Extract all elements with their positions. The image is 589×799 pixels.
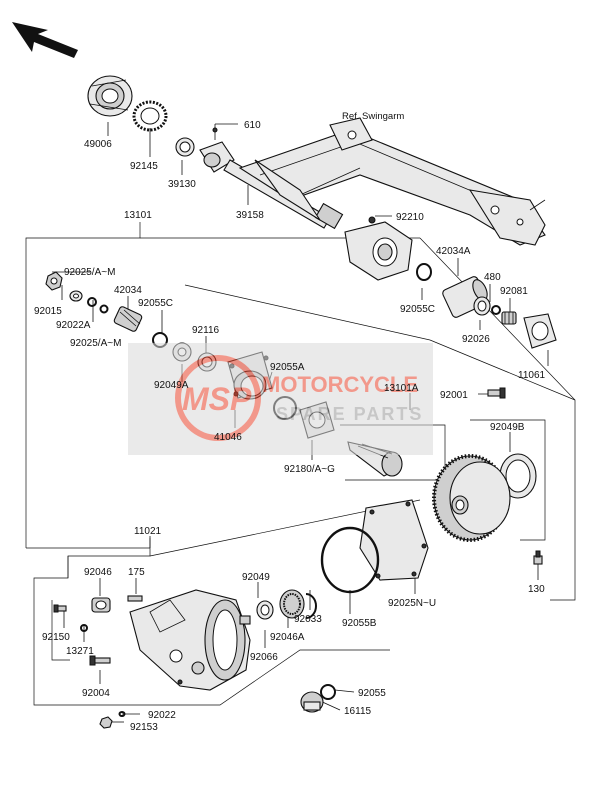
watermark-background xyxy=(128,343,433,455)
label-610: 610 xyxy=(244,120,261,131)
gear-case-11021 xyxy=(129,589,251,691)
boot-49006 xyxy=(87,75,133,117)
label-92022a: 92022A xyxy=(56,320,91,331)
label-92025-am-top: 92025/A~M xyxy=(64,267,115,278)
label-480: 480 xyxy=(484,272,501,283)
oring-92055b xyxy=(320,526,380,594)
oring-92055c-right xyxy=(416,263,432,281)
watermark: MSP MOTORCYCLE SPARE PARTS xyxy=(128,343,433,455)
swingarm-reference-label: Ref. Swingarm xyxy=(342,111,404,122)
label-92055: 92055 xyxy=(358,688,386,699)
label-92004: 92004 xyxy=(82,688,110,699)
watermark-title: MOTORCYCLE xyxy=(262,372,418,397)
label-175: 175 xyxy=(128,567,145,578)
label-92025nu: 92025N~U xyxy=(388,598,436,609)
oring-480 xyxy=(491,305,501,315)
nut-92015 xyxy=(45,271,63,291)
watermark-logo-badge xyxy=(175,355,261,441)
collar-39130 xyxy=(175,137,195,157)
label-92026: 92026 xyxy=(462,334,490,345)
washer-92022a xyxy=(69,290,83,302)
label-13101a: 13101A xyxy=(384,383,419,394)
label-11061: 11061 xyxy=(518,370,546,381)
label-92150: 92150 xyxy=(42,632,70,643)
housing-13101-top xyxy=(344,216,413,281)
bolt-92153 xyxy=(99,716,113,729)
label-92049b: 92049B xyxy=(490,422,525,433)
label-16115: 16115 xyxy=(344,706,372,717)
label-92066: 92066 xyxy=(250,652,278,663)
ring-92145 xyxy=(132,100,168,132)
seal-92026 xyxy=(473,296,491,316)
label-39158: 39158 xyxy=(236,210,264,221)
bolt-92150 xyxy=(53,604,67,613)
label-92153: 92153 xyxy=(130,722,158,733)
spring-92081 xyxy=(501,311,517,325)
label-13101: 13101 xyxy=(124,210,152,221)
label-39130: 39130 xyxy=(168,179,196,190)
label-13271: 13271 xyxy=(66,646,94,657)
label-11021: 11021 xyxy=(134,526,162,537)
ring-gear xyxy=(432,454,511,542)
label-92001: 92001 xyxy=(440,390,468,401)
bolt-130 xyxy=(533,550,543,565)
swingarm-reference xyxy=(238,117,546,246)
bearing-92046a xyxy=(279,589,305,619)
cover-11061 xyxy=(523,313,557,349)
circlip-92033 xyxy=(305,593,317,619)
label-92049: 92049 xyxy=(242,572,270,583)
label-92116: 92116 xyxy=(192,325,220,336)
label-92055a: 92055A xyxy=(270,362,305,373)
label-42034: 42034 xyxy=(114,285,142,296)
label-92046a: 92046A xyxy=(270,632,305,643)
label-130: 130 xyxy=(528,584,545,595)
bearing-92046 xyxy=(91,597,111,613)
label-92055b: 92055B xyxy=(342,618,377,629)
cap-16115 xyxy=(300,691,324,713)
gear-42034 xyxy=(113,306,143,332)
seal-92049 xyxy=(256,600,274,620)
bolt-92001 xyxy=(487,387,506,399)
pin-13271 xyxy=(80,624,88,632)
stud-92004 xyxy=(89,655,111,666)
label-49006: 49006 xyxy=(84,139,112,150)
label-92033: 92033 xyxy=(294,614,322,625)
label-92055c-right: 92055C xyxy=(400,304,435,315)
oring-92025-a xyxy=(87,297,97,307)
label-92180: 92180/A~G xyxy=(284,464,335,475)
label-92210: 92210 xyxy=(396,212,424,223)
watermark-logo-text: MSP xyxy=(182,381,252,417)
label-42034a: 42034A xyxy=(436,246,471,257)
oring-92055 xyxy=(320,684,336,700)
front-arrow-icon xyxy=(12,22,78,58)
plug-92066 xyxy=(239,615,251,625)
label-92145: 92145 xyxy=(130,161,158,172)
part-labels: Ref. Swingarm 49006 92145 39130 610 3915… xyxy=(34,111,546,733)
label-92015: 92015 xyxy=(34,306,62,317)
label-92025-am-bottom: 92025/A~M xyxy=(70,338,121,349)
watermark-subtitle: SPARE PARTS xyxy=(276,404,423,424)
label-92081: 92081 xyxy=(500,286,528,297)
label-92022: 92022 xyxy=(148,710,176,721)
bolt-175 xyxy=(127,595,143,602)
shim-92025nu xyxy=(359,499,429,581)
label-92055c-left: 92055C xyxy=(138,298,173,309)
label-92046: 92046 xyxy=(84,567,112,578)
oring-92025-b xyxy=(99,304,109,314)
label-41046: 41046 xyxy=(214,432,242,443)
washer-92022 xyxy=(118,711,126,717)
label-92049a: 92049A xyxy=(154,380,189,391)
